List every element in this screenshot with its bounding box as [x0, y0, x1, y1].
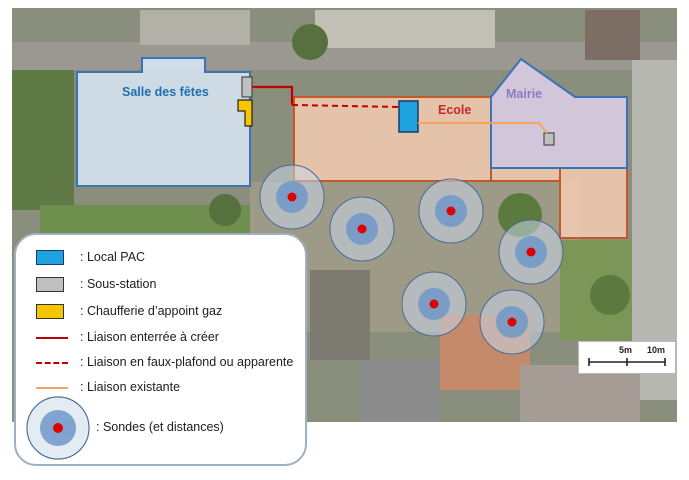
scale-bar-graphic: [588, 358, 666, 366]
chaufferie-gaz-marker[interactable]: [237, 99, 253, 127]
mairie-building[interactable]: [490, 57, 628, 169]
legend-label-liaison-enterree: : Liaison enterrée à créer: [80, 330, 219, 344]
sonde[interactable]: [479, 289, 545, 355]
legend-label-local-pac: : Local PAC: [80, 250, 146, 264]
local-pac-marker[interactable]: [398, 100, 419, 133]
mairie-label: Mairie: [506, 87, 543, 101]
legend-label-liaison-existante: : Liaison existante: [80, 380, 181, 394]
legend-label-sous-station: : Sous-station: [80, 277, 157, 291]
scale-label-10m: 10m: [647, 345, 666, 355]
liaison-existante-swatch: [36, 387, 68, 389]
roof-top-left: [140, 10, 250, 45]
ecole-annex[interactable]: [559, 167, 628, 239]
sonde[interactable]: [259, 164, 325, 230]
legend-label-chaufferie: : Chaufferie d’appoint gaz: [80, 304, 223, 318]
liaison-enterree-swatch: [36, 337, 68, 339]
liaison-faux-plafond-swatch: [36, 362, 68, 364]
roof-bottom: [360, 360, 440, 422]
vegetation-left: [12, 70, 74, 210]
sous-station-swatch: [36, 277, 64, 292]
salle-des-fetes-building[interactable]: [76, 57, 251, 187]
roof-top-right: [585, 10, 640, 60]
sous-station-marker[interactable]: [241, 76, 253, 98]
sonde[interactable]: [418, 178, 484, 244]
tree: [209, 194, 241, 226]
roof-bottom-left: [310, 270, 370, 360]
legend-label-sondes: : Sondes (et distances): [96, 420, 224, 434]
roof-bottom-right: [520, 365, 640, 422]
chaufferie-swatch: [36, 304, 64, 319]
tree: [292, 24, 328, 60]
legend-panel: : Local PAC : Sous-station : Chaufferie …: [14, 233, 307, 466]
legend-label-liaison-faux-plafond: : Liaison en faux-plafond ou apparente: [80, 355, 294, 369]
ecole-east-wing[interactable]: [490, 167, 561, 182]
sonde[interactable]: [329, 196, 395, 262]
tree: [590, 275, 630, 315]
sonde[interactable]: [401, 271, 467, 337]
ecole-label: Ecole: [438, 103, 472, 117]
sonde-legend-icon: [26, 396, 90, 460]
local-pac-swatch: [36, 250, 64, 265]
scale-label-5m: 5m: [619, 345, 633, 355]
sous-station-marker[interactable]: [543, 132, 555, 146]
salle-des-fetes-label: Salle des fêtes: [122, 85, 209, 99]
scale-bar: 5m 10m: [578, 341, 676, 374]
sonde[interactable]: [498, 219, 564, 285]
ecole-building[interactable]: [293, 96, 492, 182]
liaison-faux-plafond-line: [291, 104, 400, 108]
yard-top: [315, 10, 495, 48]
liaison-enterree-line: [252, 85, 294, 105]
sondes-group: [259, 164, 564, 355]
liaison-existante-line: [418, 122, 548, 134]
